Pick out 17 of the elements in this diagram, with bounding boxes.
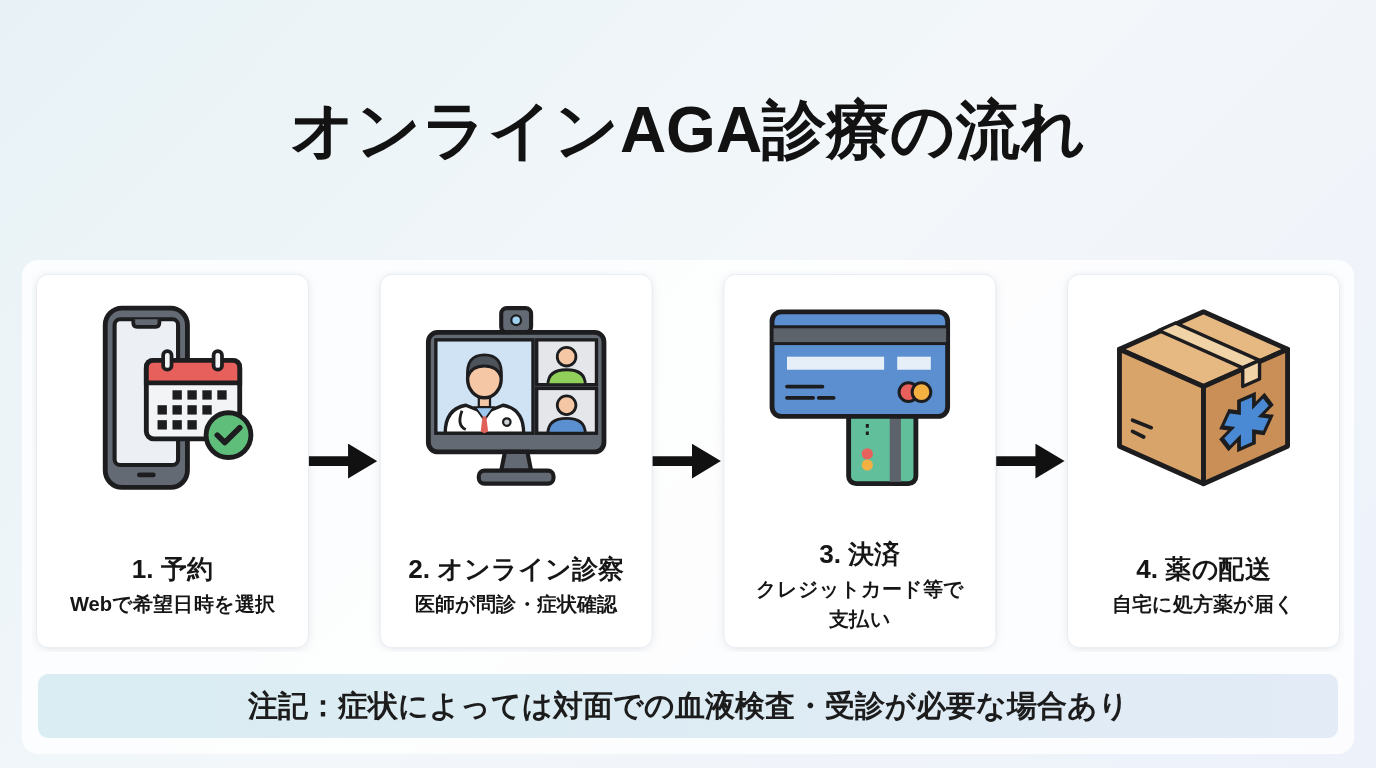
node-box [36,273,309,648]
step-heading: 2. オンライン診察 [408,553,625,584]
note: 注記：症状によっては対面での血液検査・受診が必要な場合あり [38,674,1338,738]
step-heading: 1. 予約 [131,553,214,584]
arrow [308,443,378,479]
step-description: 自宅に処方薬が届く [1111,592,1296,615]
step-description: Webで希望日時を選択 [69,592,275,615]
step-description: クレジットカード等で支払い [756,577,964,630]
node-box [379,273,653,648]
node-box [1067,273,1340,648]
arrow [652,443,721,479]
node-box [723,273,997,648]
arrow [995,443,1065,479]
step-description: 医師が問診・症状確認 [414,592,618,615]
step-heading: 3. 決済 [819,538,901,568]
step-heading: 4. 薬の配送 [1136,553,1271,584]
title: オンラインAGA診療の流れ [289,92,1087,168]
